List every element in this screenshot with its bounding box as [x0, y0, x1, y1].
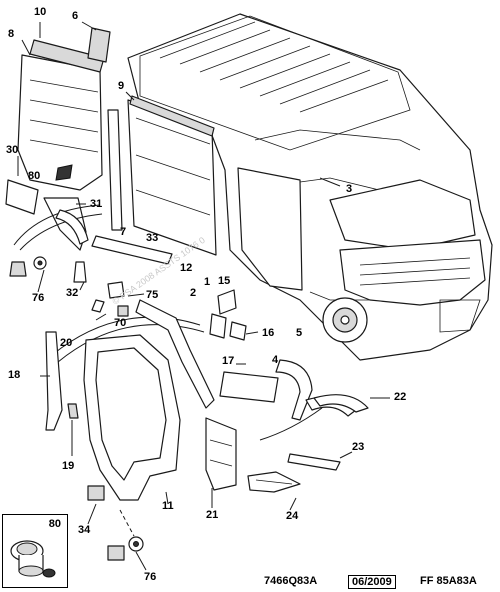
callout-30: 30	[6, 144, 19, 156]
callout-2: 2	[190, 287, 197, 299]
callout-34: 34	[78, 524, 91, 536]
footer-reference: 7466Q83A	[264, 575, 318, 587]
wheel-arch-31	[13, 204, 103, 251]
callout-80-top: 80	[28, 170, 41, 182]
callout-32: 32	[66, 287, 79, 299]
footer-code: FF 85A83A	[420, 575, 477, 587]
leader-lines	[17, 21, 390, 571]
callout-19: 19	[62, 460, 75, 472]
trim-20	[51, 299, 215, 409]
callout-24: 24	[286, 510, 299, 522]
callout-16: 16	[262, 327, 275, 339]
callout-10: 10	[34, 6, 47, 18]
footer-date: 06/2009	[348, 575, 396, 589]
callout-12: 12	[180, 262, 193, 274]
callout-15: 15	[218, 275, 231, 287]
fastener-icon	[10, 540, 56, 578]
callout-9: 9	[118, 80, 125, 92]
callout-31: 31	[90, 198, 103, 210]
callout-7: 7	[120, 226, 127, 238]
callout-4: 4	[272, 354, 279, 366]
callout-70: 70	[114, 317, 127, 329]
callout-23: 23	[352, 441, 365, 453]
callout-76-top: 76	[32, 292, 45, 304]
callout-76-bottom: 76	[144, 571, 157, 583]
callout-3: 3	[346, 183, 353, 195]
parts-22-23-24	[247, 394, 369, 493]
door-frame-11	[83, 334, 181, 501]
side-panel-8	[17, 27, 111, 191]
callout-6: 6	[72, 10, 79, 22]
callout-5: 5	[296, 327, 303, 339]
callout-17: 17	[222, 355, 235, 367]
callout-11: 11	[162, 500, 174, 512]
clips-bottom	[87, 485, 144, 561]
detail-inset: 80	[2, 514, 68, 588]
callout-33: 33	[146, 232, 159, 244]
clips-top	[9, 256, 129, 317]
callout-22: 22	[394, 391, 407, 403]
door-12	[91, 95, 217, 265]
callout-20: 20	[60, 337, 73, 349]
pillar-18	[45, 331, 79, 431]
inset-number: 80	[48, 518, 61, 530]
panel-21	[205, 417, 237, 491]
callout-8: 8	[8, 28, 15, 40]
callout-21: 21	[206, 509, 219, 521]
callout-18: 18	[8, 369, 21, 381]
brackets-15-16	[209, 289, 247, 341]
callout-75: 75	[146, 289, 159, 301]
callout-1: 1	[204, 276, 211, 288]
van-body	[127, 13, 493, 361]
